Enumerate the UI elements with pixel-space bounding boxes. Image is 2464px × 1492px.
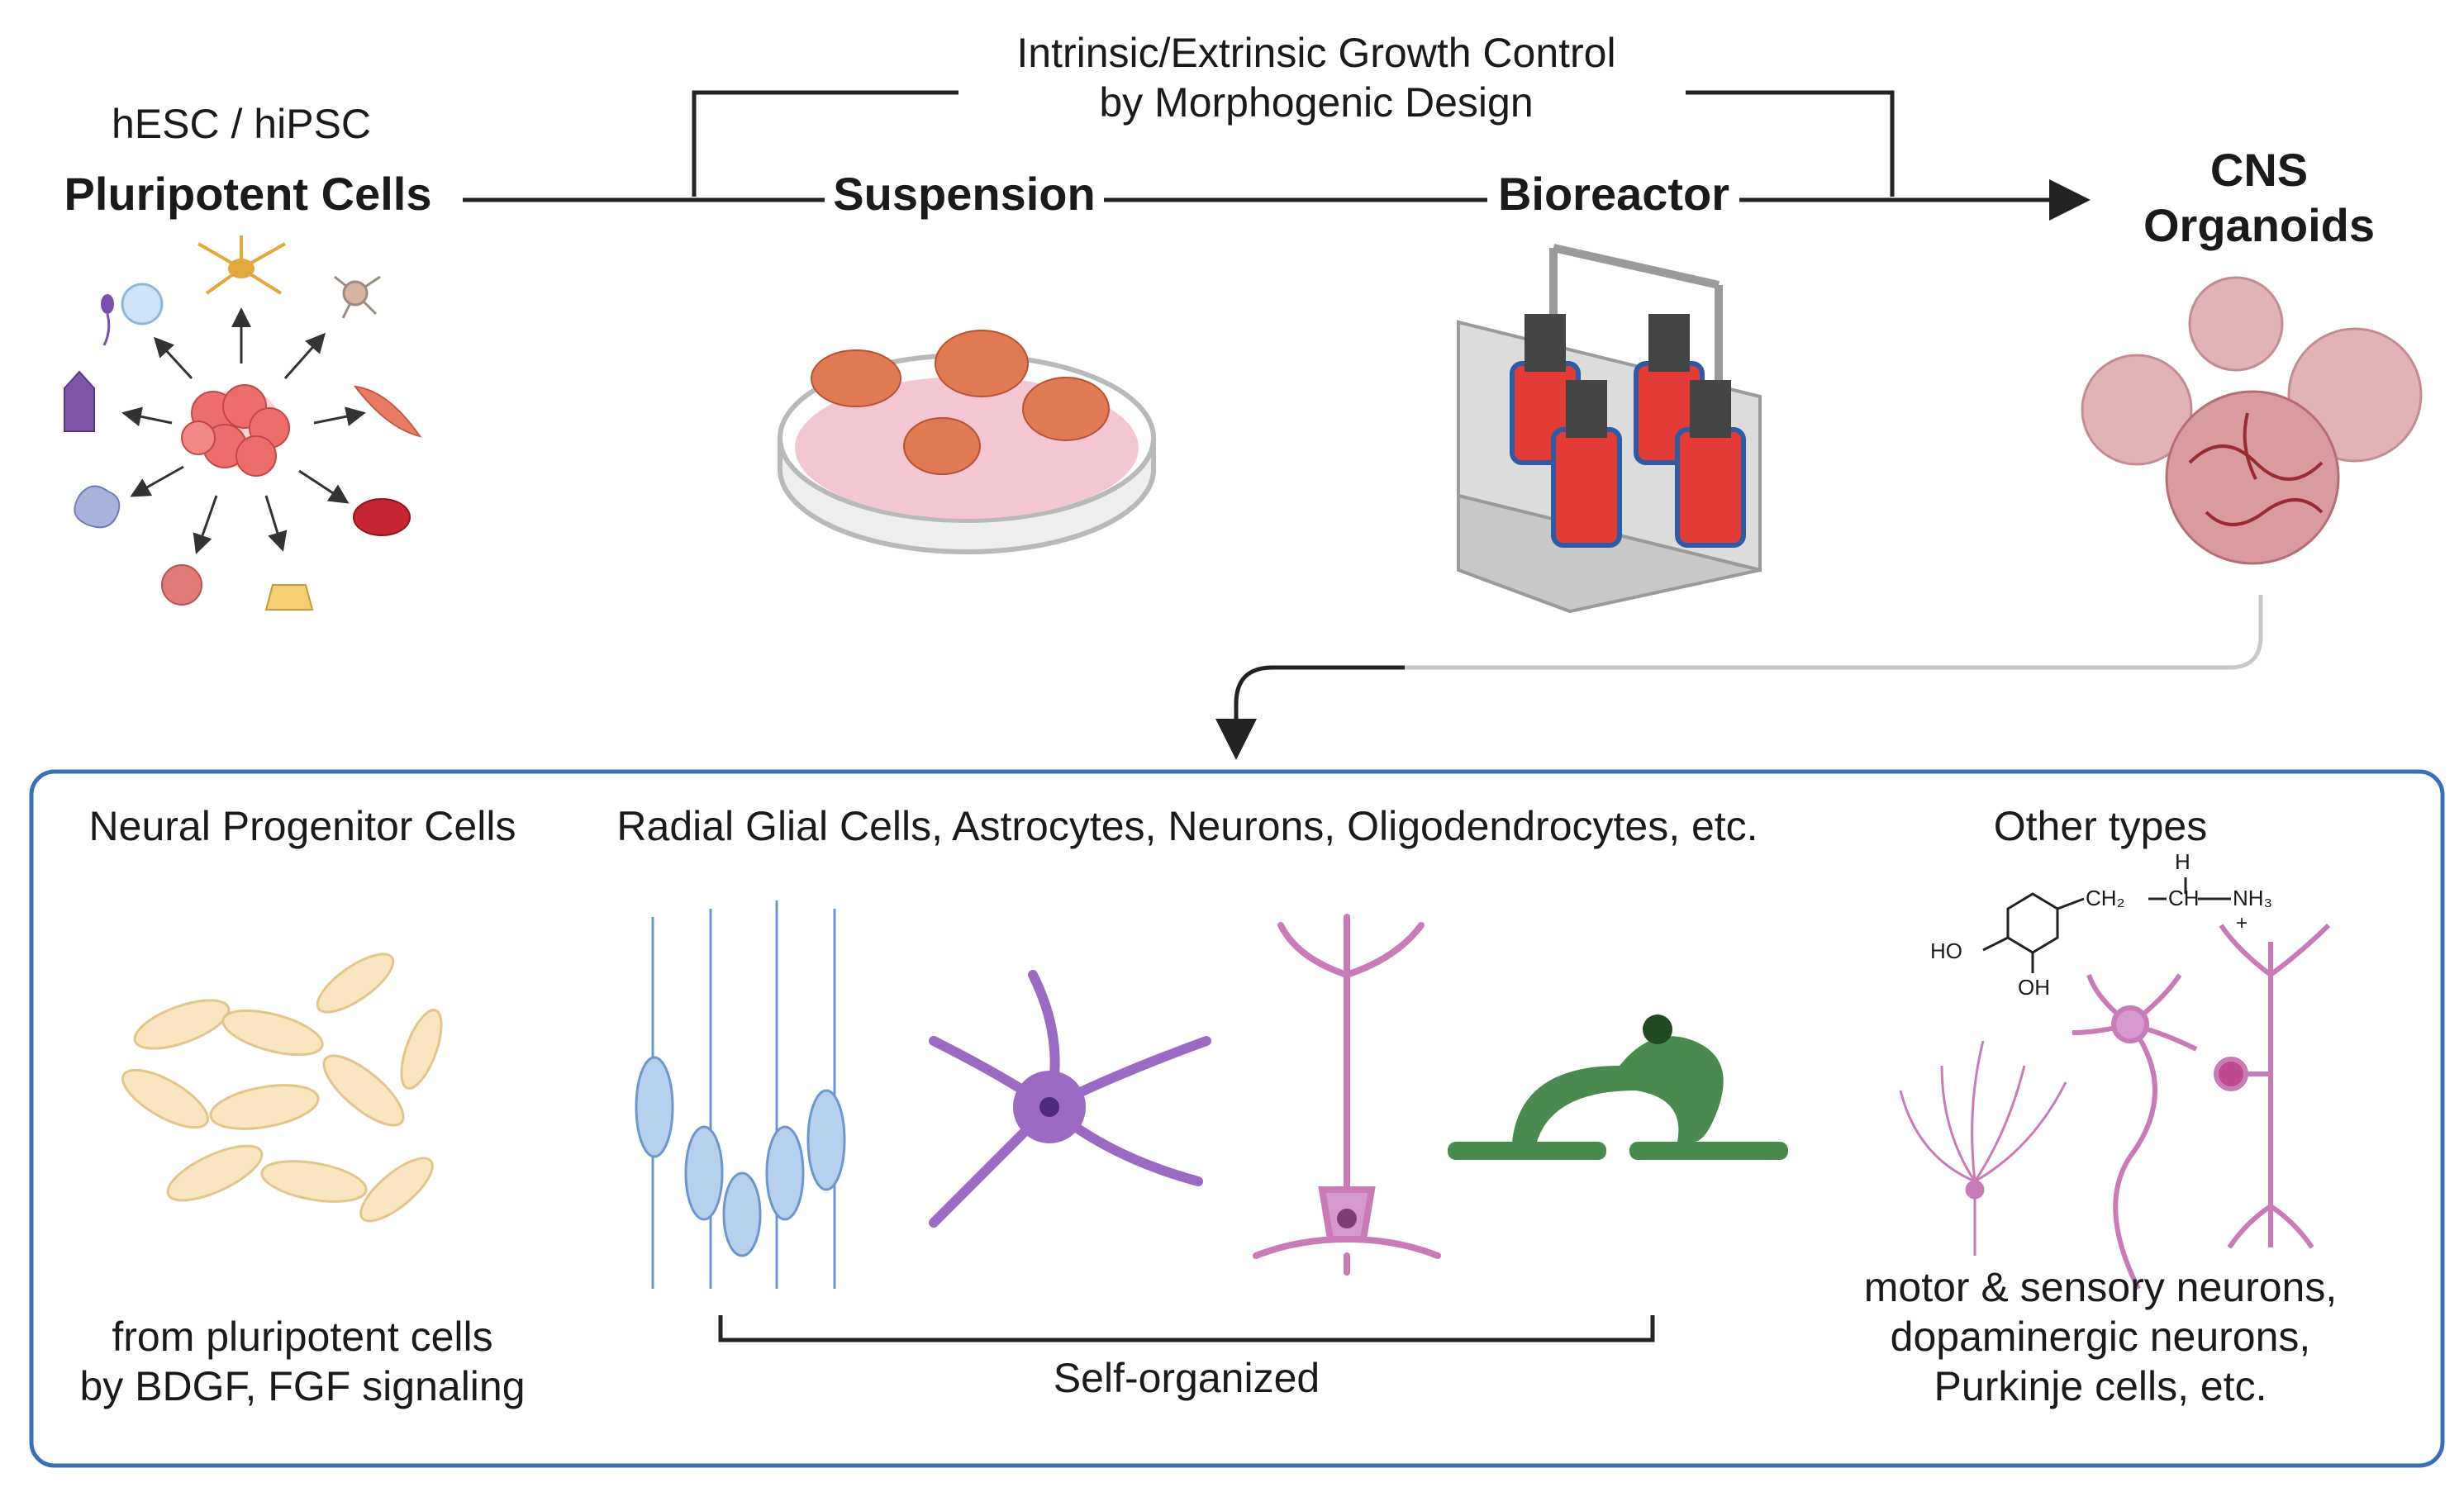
astrocyte-icon	[929, 970, 1211, 1228]
neural-progenitor-cells-icon	[121, 953, 443, 1223]
pyramidal-neuron-icon	[1253, 914, 1441, 1276]
sensory-neuron-icon	[2214, 923, 2331, 1249]
bioreactor-icon	[1457, 244, 1762, 614]
stage-suspension-label: Suspension	[833, 168, 1096, 220]
radial-glial-cells-icon	[635, 900, 846, 1289]
endoderm-cell-icon	[161, 564, 202, 606]
motor-neuron-icon	[2072, 973, 2198, 1290]
microglia-cell-icon	[74, 485, 121, 529]
petri-dish-icon	[778, 330, 1156, 554]
cell-types-panel	[29, 769, 2445, 1468]
purkinje-cell-icon	[1899, 1040, 2067, 1256]
goblet-cell-icon	[64, 370, 95, 432]
other-types-description-label: motor & sensory neurons, dopaminergic ne…	[1863, 1264, 2338, 1409]
chem-h-label: H	[2175, 849, 2190, 874]
smooth-muscle-cell-icon	[353, 385, 422, 438]
cluster-cell	[181, 421, 216, 455]
other-types-title-label: Other types	[1993, 803, 2208, 849]
fibroblast-icon	[334, 275, 381, 319]
npc-title-label: Neural Progenitor Cells	[88, 803, 516, 849]
oligodendrocyte-icon	[1448, 1014, 1788, 1160]
pluripotent-cluster	[181, 384, 290, 477]
chem-ch2-label: CH₂	[2086, 886, 2125, 910]
npc-description-label: from pluripotent cells by BDGF, FGF sign…	[79, 1314, 526, 1409]
self-organized-label: Self-organized	[1053, 1355, 1320, 1401]
chem-nh3-label: NH₃	[2233, 886, 2273, 910]
chem-ho-label: HO	[1930, 938, 1962, 963]
dopamine-molecule-icon	[1982, 877, 2231, 973]
stage-bioreactor-label: Bioreactor	[1497, 168, 1730, 220]
epithelial-cell-icon	[264, 584, 314, 611]
growth-control-bracket-right	[1686, 90, 1895, 197]
neuron-icon	[197, 235, 286, 295]
cluster-cell	[235, 435, 277, 477]
cns-organoids-icon	[2081, 276, 2423, 565]
sperm-cell-icon	[101, 283, 164, 346]
main-cells-title-label: Radial Glial Cells, Astrocytes, Neurons,…	[616, 803, 1758, 849]
return-arrow-head	[1215, 665, 1405, 760]
product-label: CNS Organoids	[2143, 144, 2376, 252]
chem-plus-label: +	[2236, 912, 2248, 934]
self-organized-bracket	[718, 1315, 1655, 1342]
growth-control-label: Intrinsic/Extrinsic Growth Control by Mo…	[1008, 28, 1624, 127]
red-blood-cell-icon	[353, 498, 411, 536]
chem-ch-label: CH	[2168, 886, 2200, 910]
growth-control-bracket	[692, 90, 958, 197]
differentiation-arrows	[121, 307, 366, 554]
chem-oh-label: OH	[2018, 975, 2050, 1000]
source-title-label: Pluripotent Cells	[64, 168, 432, 220]
source-line-label: hESC / hiPSC	[111, 101, 372, 147]
return-arrow	[1234, 595, 2263, 752]
